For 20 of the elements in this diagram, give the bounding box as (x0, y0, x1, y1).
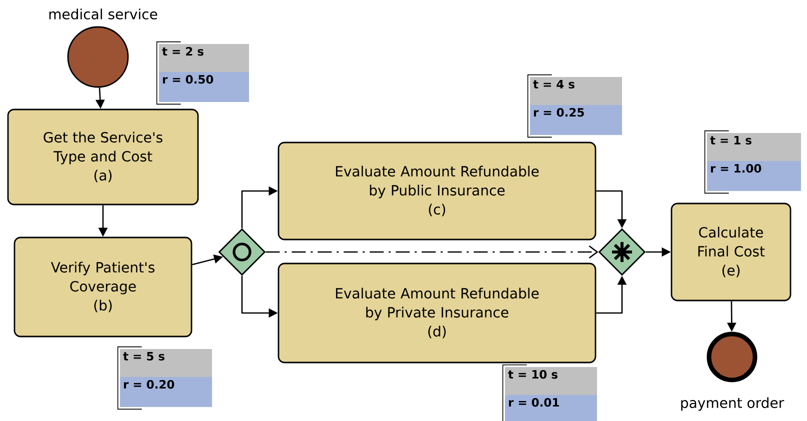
node-label: t = 1 s (710, 136, 752, 145)
annotation-box: t = 2 s r = 0.50 (156, 41, 249, 105)
event-label: medical service (49, 8, 158, 20)
event-circle (706, 332, 758, 382)
annotation-box: t = 10 s r = 0.01 (502, 364, 597, 421)
task-box: Verify Patient's Coverage (b) (14, 236, 192, 338)
event-circle (67, 26, 129, 88)
event-label: payment order (681, 397, 784, 411)
node-label: t = 5 s (123, 352, 164, 361)
node-label: t = 4 s (533, 80, 574, 89)
annotation-box: t = 1 s r = 1.00 (704, 130, 801, 194)
annotation-box: t = 4 s r = 0.25 (527, 74, 622, 138)
task-box: Evaluate Amount Refundable by Private Insurance (d) (278, 262, 596, 364)
task-box: Get the Service's Type and Cost (a) (7, 108, 199, 206)
arrow (266, 245, 598, 259)
node-label: t = 10 s (508, 370, 558, 379)
annotation-box: t = 5 s r = 0.20 (117, 346, 212, 410)
task-box: Calculate Final Cost (e) (670, 202, 792, 302)
task-box: Evaluate Amount Refundable by Public Insurance (c) (278, 142, 596, 240)
node-label: t = 2 s (162, 47, 204, 56)
